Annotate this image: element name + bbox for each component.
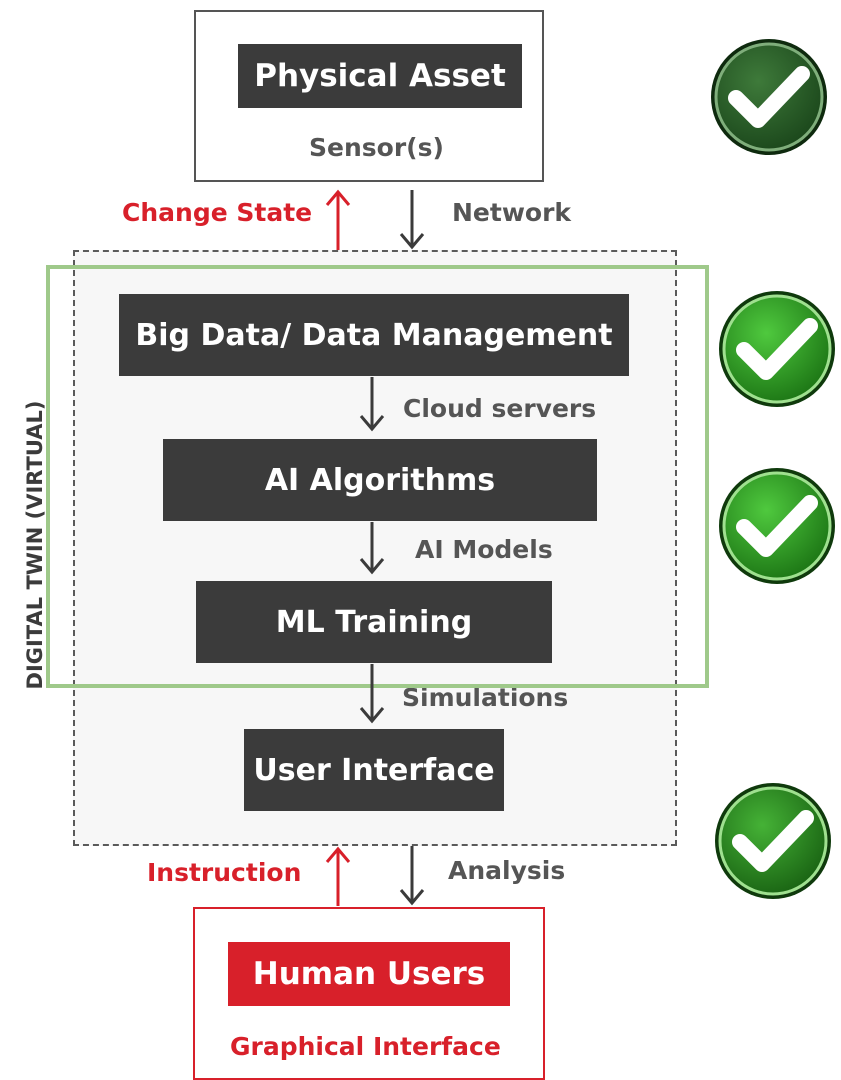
physical-asset-subtitle: Sensor(s) (309, 133, 444, 162)
user-interface-block: User Interface (244, 729, 504, 811)
network-arrow (399, 190, 425, 250)
check-icon (715, 783, 831, 899)
cloud-servers-arrow (359, 377, 385, 432)
physical-asset-title: Physical Asset (238, 44, 522, 108)
ai-algorithms-block: AI Algorithms (163, 439, 597, 521)
check-icon (719, 291, 835, 407)
big-data-block: Big Data/ Data Management (119, 294, 629, 376)
human-users-title: Human Users (228, 942, 510, 1006)
cloud-servers-label: Cloud servers (403, 394, 597, 423)
ml-training-block: ML Training (196, 581, 552, 663)
instruction-label: Instruction (147, 858, 302, 887)
analysis-arrow (399, 846, 425, 906)
human-users-subtitle: Graphical Interface (230, 1032, 501, 1061)
instruction-arrow (325, 846, 351, 906)
ai-models-label: AI Models (415, 535, 553, 564)
simulations-arrow (359, 664, 385, 724)
change-state-arrow (325, 189, 351, 250)
check-icon (711, 39, 827, 155)
network-label: Network (452, 198, 572, 227)
analysis-label: Analysis (448, 856, 566, 885)
ai-models-arrow (359, 522, 385, 575)
check-icon (719, 468, 835, 584)
change-state-label: Change State (122, 198, 313, 227)
highlight-frame (46, 265, 709, 688)
